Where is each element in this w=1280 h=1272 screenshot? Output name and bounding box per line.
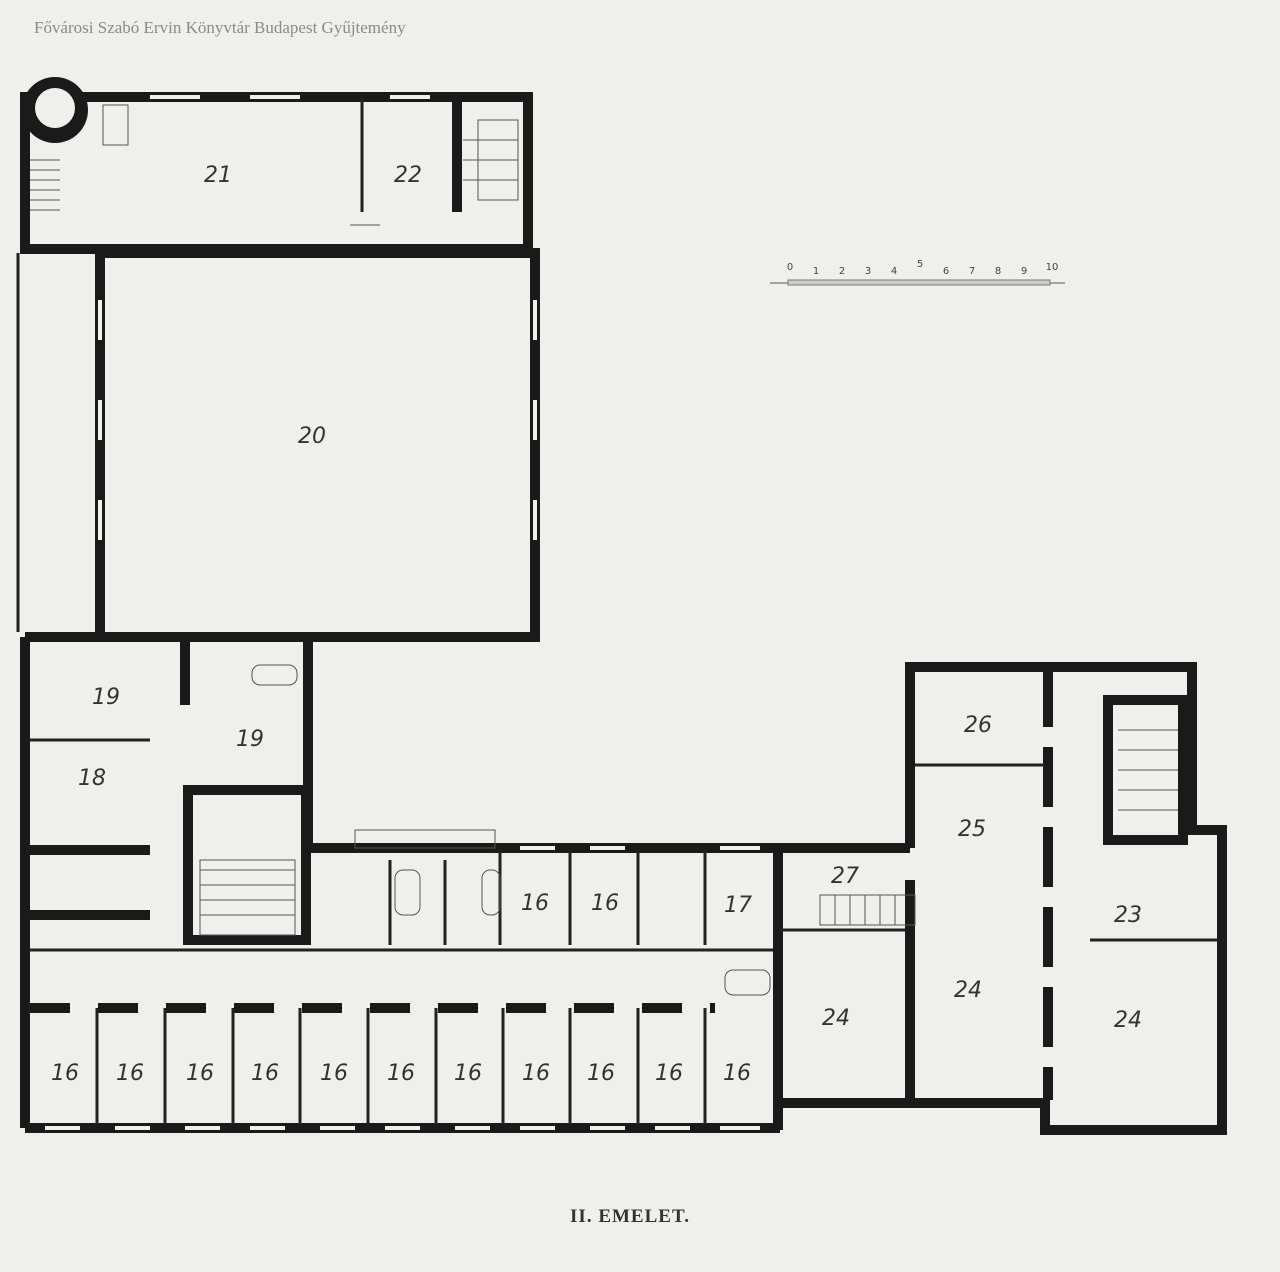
scale-tick: 8 [995, 266, 1001, 277]
scale-tick: 4 [891, 266, 897, 277]
room-label: 20 [298, 424, 326, 449]
room-label: 19 [92, 685, 120, 710]
room-label: 22 [394, 163, 422, 188]
room-label: 24 [1114, 1008, 1142, 1033]
room-label: 27 [831, 864, 859, 889]
room-label: 16 [320, 1061, 348, 1086]
scale-tick: 5 [917, 259, 923, 270]
scale-tick: 10 [1046, 262, 1059, 273]
room-label: 16 [522, 1061, 550, 1086]
scale-tick: 7 [969, 266, 975, 277]
plan-caption: II. EMELET. [570, 1206, 690, 1227]
scale-tick: 9 [1021, 266, 1027, 277]
room-label: 24 [822, 1006, 850, 1031]
room-label: 16 [587, 1061, 615, 1086]
north-wing-walls [20, 77, 533, 254]
room-label: 17 [724, 893, 752, 918]
scale-tick: 0 [787, 262, 793, 273]
room-label: 16 [454, 1061, 482, 1086]
room-label: 16 [723, 1061, 751, 1086]
room-label: 24 [954, 978, 982, 1003]
room-label: 16 [387, 1061, 415, 1086]
room-label: 25 [958, 817, 986, 842]
room-labels: 21 22 20 19 19 18 16 16 17 16 16 16 16 1… [51, 163, 1142, 1086]
watermark: Fővárosi Szabó Ervin Könyvtár Budapest G… [34, 18, 406, 37]
west-wing-walls [20, 632, 313, 1128]
room-label: 16 [655, 1061, 683, 1086]
scale-bar: 0 1 2 3 4 5 6 7 8 9 10 [770, 259, 1065, 286]
room-label: 18 [78, 766, 106, 791]
room-label: 23 [1114, 903, 1142, 928]
scale-tick: 2 [839, 266, 845, 277]
scale-tick: 1 [813, 266, 819, 277]
scale-tick: 3 [865, 266, 871, 277]
room-label: 26 [964, 713, 992, 738]
room-label: 16 [51, 1061, 79, 1086]
room-label: 21 [204, 163, 232, 188]
room-label: 19 [236, 727, 264, 752]
scale-tick: 6 [943, 266, 949, 277]
room-label: 16 [186, 1061, 214, 1086]
east-wing-walls [780, 662, 1227, 1135]
room-label: 16 [251, 1061, 279, 1086]
south-wing-walls [25, 829, 910, 1133]
room-label: 16 [591, 891, 619, 916]
room-label: 16 [116, 1061, 144, 1086]
room-label: 16 [521, 891, 549, 916]
hall-walls [16, 95, 540, 642]
